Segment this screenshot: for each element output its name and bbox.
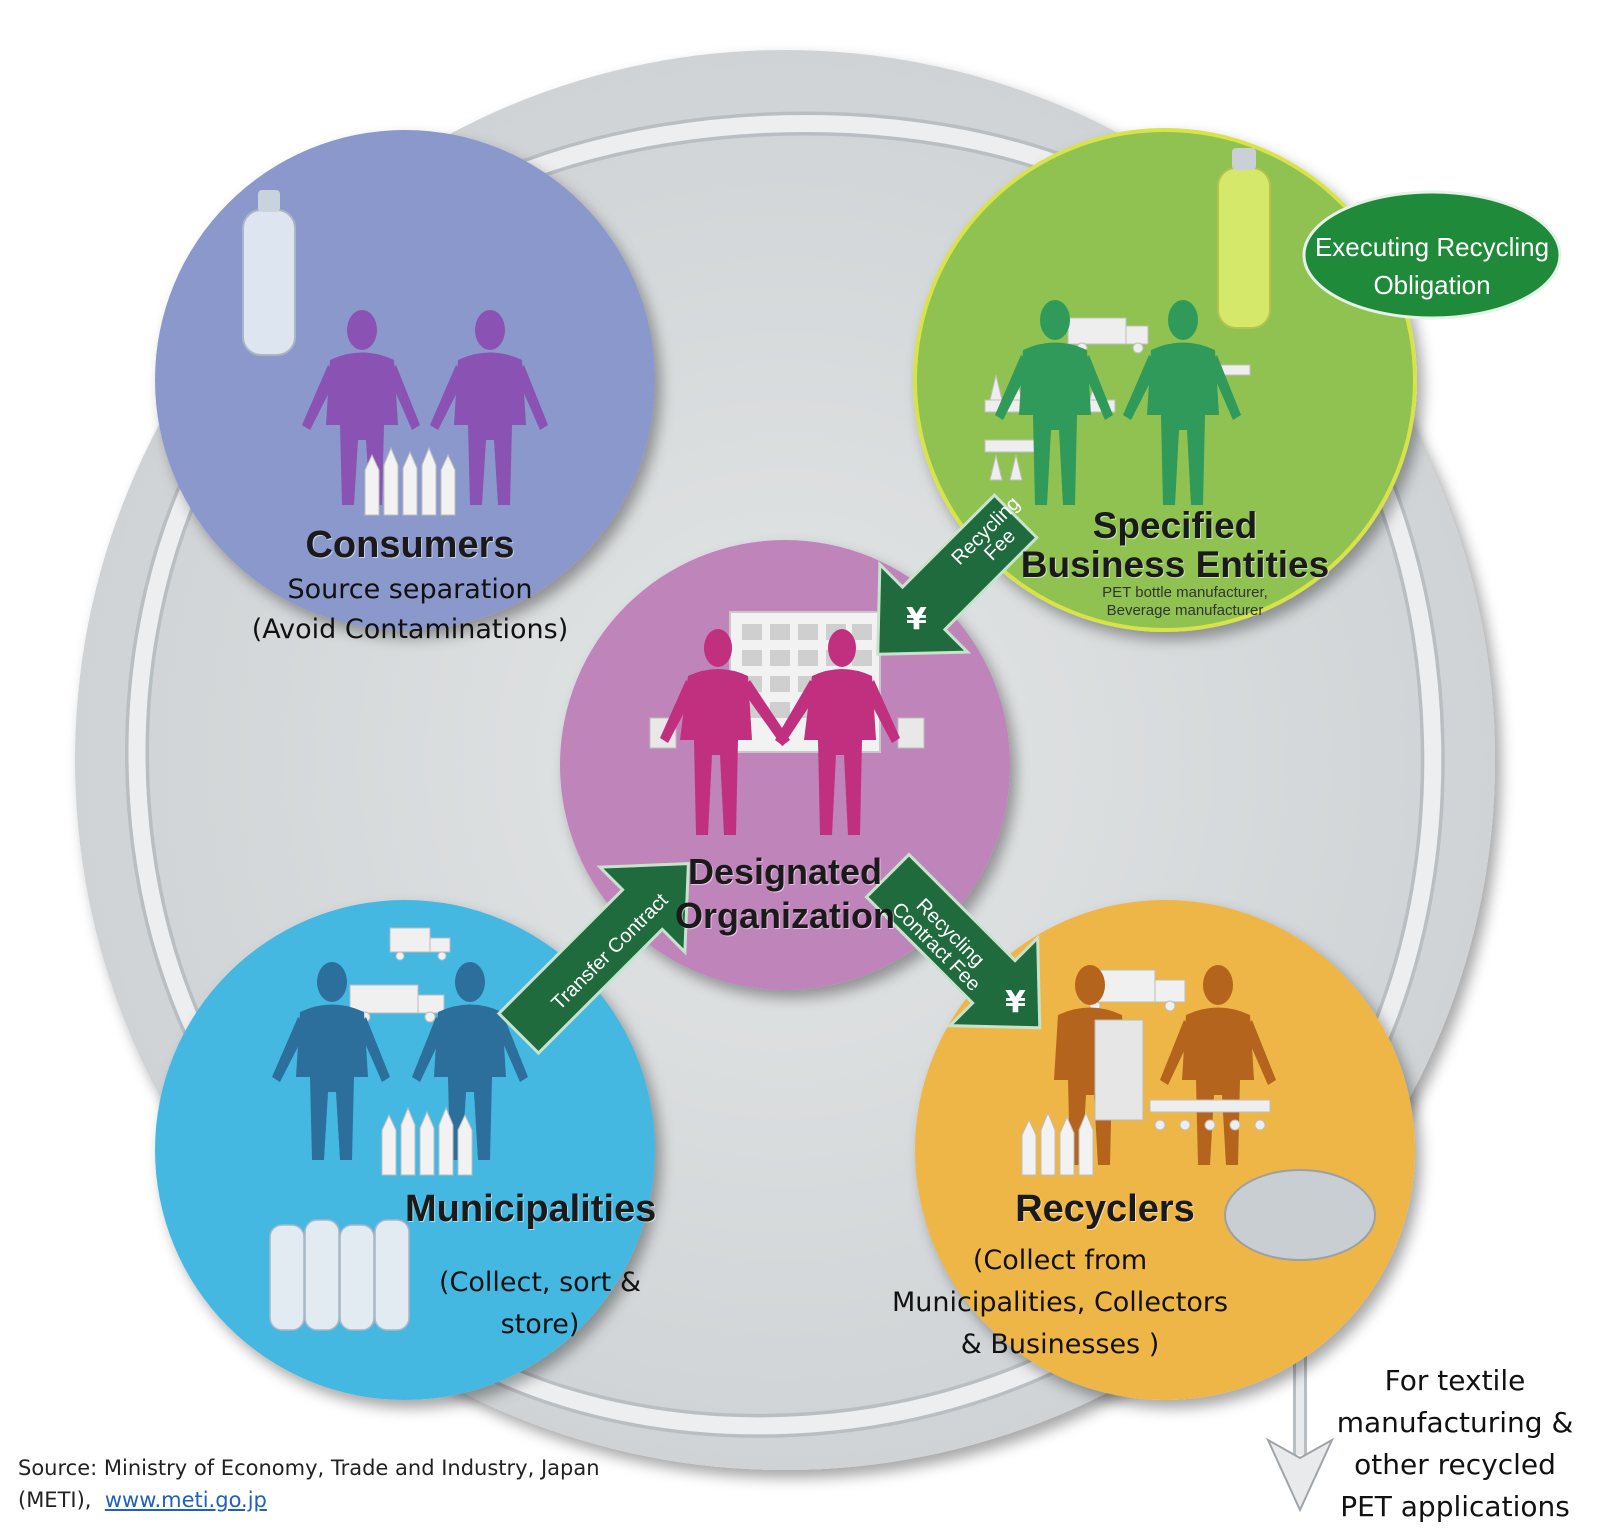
person-icon bbox=[430, 310, 548, 505]
person-icon bbox=[660, 629, 790, 835]
designated-title-line2: Organization bbox=[674, 895, 895, 936]
pet-bottle-icon bbox=[242, 209, 296, 356]
recyclers-line1: (Collect from bbox=[972, 1245, 1148, 1276]
box-icon bbox=[897, 717, 925, 749]
designated-title-line1: Designated bbox=[687, 851, 883, 892]
bottles-icon bbox=[1021, 1111, 1094, 1176]
source-link[interactable]: www.meti.go.jp bbox=[104, 1488, 267, 1512]
specified-title-line2: Business Entities bbox=[1020, 544, 1330, 585]
specified-note: PET bottle manufacturer, Beverage manufa… bbox=[1060, 584, 1310, 620]
recyclers-line3: & Businesses ) bbox=[960, 1329, 1160, 1360]
machine-icon bbox=[1094, 1019, 1144, 1121]
output-line3: other recycled bbox=[1354, 1448, 1556, 1481]
pet-flakes-icon bbox=[1224, 1169, 1376, 1261]
person-icon bbox=[995, 300, 1113, 505]
obligation-line2: Obligation bbox=[1373, 270, 1491, 300]
obligation-oval bbox=[1302, 190, 1562, 320]
specified-note-line2: Beverage manufacturer bbox=[1106, 602, 1264, 619]
designated-illustration bbox=[649, 611, 925, 835]
designated-title: Designated Organization bbox=[665, 850, 905, 938]
recyclers-illustration bbox=[1021, 965, 1376, 1261]
municipalities-illustration bbox=[269, 927, 528, 1331]
person-icon bbox=[412, 962, 528, 1160]
specified-note-line1: PET bottle manufacturer, bbox=[1102, 584, 1268, 601]
recyclers-line2: Municipalities, Collectors bbox=[891, 1287, 1229, 1318]
output-line1: For textile bbox=[1384, 1364, 1526, 1397]
conveyor-icon bbox=[1149, 1099, 1271, 1131]
arrow-recycling-contract-fee bbox=[864, 852, 1042, 1030]
obligation-label: Executing Recycling Obligation bbox=[1310, 228, 1554, 304]
bottles-icon bbox=[381, 1106, 473, 1176]
person-icon bbox=[1123, 300, 1241, 505]
source-line2: (METI), www.meti.go.jp bbox=[18, 1484, 658, 1516]
consumers-illustration bbox=[242, 190, 548, 516]
person-icon bbox=[302, 310, 420, 505]
source-line1: Source: Ministry of Economy, Trade and I… bbox=[18, 1456, 600, 1480]
consumers-title: Consumers bbox=[305, 524, 515, 566]
person-icon bbox=[775, 629, 900, 835]
consumers-line1: Source separation bbox=[287, 574, 533, 605]
obligation-line1: Executing Recycling bbox=[1314, 232, 1550, 262]
output-line2: manufacturing & bbox=[1336, 1406, 1574, 1439]
municipalities-line1: (Collect, sort & bbox=[438, 1267, 642, 1298]
municipalities-line2: store) bbox=[500, 1309, 580, 1340]
truck-icon bbox=[1067, 317, 1149, 354]
truck-icon bbox=[349, 927, 451, 1023]
source-credit: Source: Ministry of Economy, Trade and I… bbox=[18, 1452, 658, 1516]
arrow-recycling-fee bbox=[876, 493, 1039, 656]
specified-title-line1: Specified bbox=[1092, 505, 1258, 546]
pet-bottle-icon bbox=[1217, 167, 1271, 329]
specified-illustration bbox=[984, 148, 1271, 505]
yen-icon: ¥ bbox=[906, 602, 927, 637]
source-org: (METI), bbox=[18, 1488, 92, 1512]
output-line4: PET applications bbox=[1340, 1490, 1570, 1523]
consumers-line2: (Avoid Contaminations) bbox=[251, 614, 569, 645]
municipalities-description: (Collect, sort & store) bbox=[420, 1262, 660, 1346]
arrow-transfer-contract bbox=[496, 862, 690, 1056]
output-description: For textile manufacturing & other recycl… bbox=[1320, 1360, 1590, 1528]
municipalities-title: Municipalities bbox=[405, 1188, 657, 1230]
specified-title: Specified Business Entities bbox=[1010, 506, 1340, 584]
bottle-cluster-icon bbox=[269, 1219, 410, 1331]
bottles-icon bbox=[364, 446, 456, 516]
yen-icon: ¥ bbox=[1005, 985, 1026, 1020]
recyclers-description: (Collect from Municipalities, Collectors… bbox=[870, 1240, 1250, 1366]
consumers-description: Source separation (Avoid Contaminations) bbox=[220, 570, 600, 650]
person-icon bbox=[272, 962, 390, 1160]
recyclers-title: Recyclers bbox=[1015, 1188, 1195, 1230]
